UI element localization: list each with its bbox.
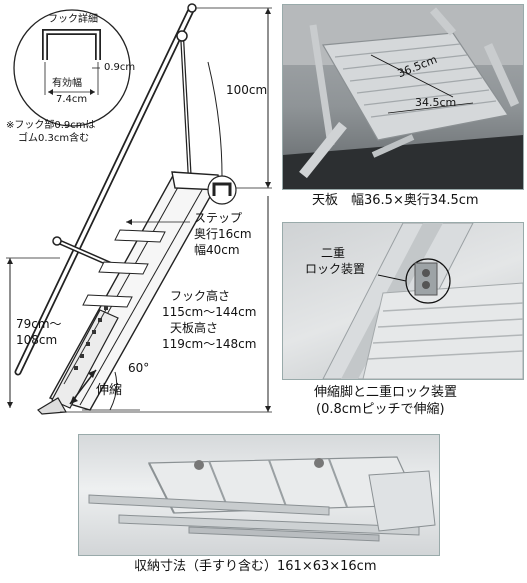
hook-height-range: 115cm～144cm	[162, 305, 257, 319]
platform-caption: 天板 幅36.5×奥行34.5cm	[312, 193, 479, 208]
step-depth: 奥行16cm	[194, 227, 252, 241]
hook-marker	[207, 175, 237, 205]
angle-label: 60°	[128, 361, 150, 375]
hook-note-line2: ゴム0.3cm含む	[18, 133, 90, 144]
effective-width-label: 有効幅	[52, 78, 82, 89]
ladder-diagram	[6, 3, 272, 415]
lock-photo: 二重 ロック装置	[282, 222, 524, 380]
hook-gap-label: 0.9cm	[104, 62, 136, 73]
leg-range-line2: 108cm	[16, 333, 58, 347]
leg-range-line1: 79cm～	[16, 317, 62, 331]
telescoping-label: 伸縮	[96, 383, 123, 398]
step-width: 幅40cm	[194, 243, 240, 257]
hook-height-label: フック高さ	[170, 289, 231, 303]
storage-photo	[78, 434, 440, 556]
lock-caption-line2: (0.8cmピッチで伸縮)	[316, 402, 445, 417]
lock-caption-line1: 伸縮脚と二重ロック装置	[314, 385, 458, 400]
lock-callout-line2: ロック装置	[305, 262, 366, 276]
hook-note-line1: ※フック部0.9cmは	[6, 120, 96, 131]
step-label: ステップ	[194, 211, 243, 225]
effective-width-value: 7.4cm	[56, 94, 88, 105]
platform-photo: 36.5cm 34.5cm	[282, 4, 524, 190]
top-height-range: 119cm～148cm	[162, 337, 257, 351]
lock-callout-line1: 二重	[321, 246, 346, 260]
hook-detail-title: フック詳細	[48, 14, 98, 25]
platform-dim-b: 34.5cm	[415, 96, 457, 109]
top-height-label: 天板高さ	[170, 321, 219, 335]
storage-caption: 収納寸法（手すり含む）161×63×16cm	[134, 559, 377, 574]
height-total-label: 100cm	[226, 83, 268, 97]
